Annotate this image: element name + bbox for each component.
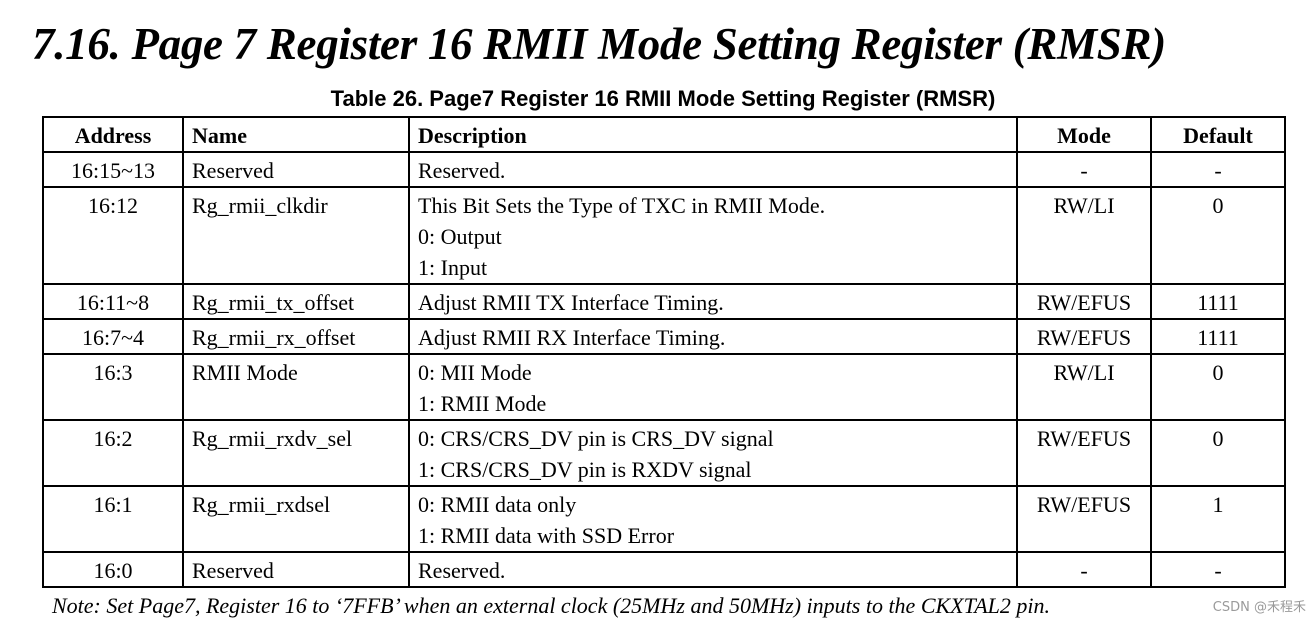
cell-name: Rg_rmii_tx_offset	[182, 283, 410, 320]
cell-name: Rg_rmii_rxdsel	[182, 485, 410, 553]
cell-description: This Bit Sets the Type of TXC in RMII Mo…	[408, 186, 1018, 285]
table-row: 16:12 Rg_rmii_clkdir This Bit Sets the T…	[42, 186, 1286, 285]
cell-mode: RW/EFUS	[1016, 419, 1152, 487]
cell-default: 0	[1150, 419, 1286, 487]
cell-description: Reserved.	[408, 551, 1018, 588]
cell-address: 16:0	[42, 551, 184, 588]
cell-default: 1111	[1150, 283, 1286, 320]
cell-mode: -	[1016, 551, 1152, 588]
description-line: 1: CRS/CRS_DV pin is RXDV signal	[418, 457, 752, 482]
cell-mode: RW/EFUS	[1016, 485, 1152, 553]
table-row: 16:3 RMII Mode 0: MII Mode 1: RMII Mode …	[42, 353, 1286, 421]
table-row: 16:11~8 Rg_rmii_tx_offset Adjust RMII TX…	[42, 283, 1286, 320]
cell-address: 16:11~8	[42, 283, 184, 320]
description-line: Adjust RMII TX Interface Timing.	[418, 290, 724, 315]
table-row: 16:1 Rg_rmii_rxdsel 0: RMII data only 1:…	[42, 485, 1286, 553]
table-row: 16:0 Reserved Reserved. - -	[42, 551, 1286, 588]
cell-name: Rg_rmii_rx_offset	[182, 318, 410, 355]
register-table: Address Name Description Mode Default 16…	[42, 116, 1286, 588]
cell-address: 16:3	[42, 353, 184, 421]
cell-mode: RW/EFUS	[1016, 283, 1152, 320]
header-default: Default	[1150, 116, 1286, 153]
cell-address: 16:12	[42, 186, 184, 285]
description-line: 1: RMII data with SSD Error	[418, 523, 675, 548]
table-note: Note: Set Page7, Register 16 to ‘7FFB’ w…	[52, 593, 1050, 618]
cell-name: Rg_rmii_rxdv_sel	[182, 419, 410, 487]
header-address: Address	[42, 116, 184, 153]
cell-description: 0: RMII data only 1: RMII data with SSD …	[408, 485, 1018, 553]
header-mode: Mode	[1016, 116, 1152, 153]
cell-default: 1111	[1150, 318, 1286, 355]
cell-description: 0: CRS/CRS_DV pin is CRS_DV signal 1: CR…	[408, 419, 1018, 487]
cell-address: 16:15~13	[42, 151, 184, 188]
cell-default: 0	[1150, 186, 1286, 285]
cell-description: Reserved.	[408, 151, 1018, 188]
description-line: Reserved.	[418, 558, 506, 583]
cell-description: Adjust RMII RX Interface Timing.	[408, 318, 1018, 355]
cell-mode: RW/EFUS	[1016, 318, 1152, 355]
cell-mode: RW/LI	[1016, 353, 1152, 421]
cell-name: Reserved	[182, 551, 410, 588]
description-line: 1: RMII Mode	[418, 391, 547, 416]
description-line: Reserved.	[418, 158, 506, 183]
table-row: 16:15~13 Reserved Reserved. - -	[42, 151, 1286, 188]
header-name: Name	[182, 116, 410, 153]
description-line: 0: CRS/CRS_DV pin is CRS_DV signal	[418, 426, 774, 451]
cell-address: 16:7~4	[42, 318, 184, 355]
cell-default: -	[1150, 551, 1286, 588]
description-line: 0: RMII data only	[418, 492, 577, 517]
cell-name: Reserved	[182, 151, 410, 188]
section-heading: 7.16. Page 7 Register 16 RMII Mode Setti…	[32, 19, 1166, 69]
description-line: This Bit Sets the Type of TXC in RMII Mo…	[418, 193, 826, 218]
cell-mode: -	[1016, 151, 1152, 188]
description-line: 0: Output	[418, 224, 502, 249]
cell-default: 1	[1150, 485, 1286, 553]
table-caption: Table 26. Page7 Register 16 RMII Mode Se…	[330, 86, 996, 111]
table-header-row: Address Name Description Mode Default	[42, 116, 1286, 153]
watermark: CSDN @禾程禾	[1212, 600, 1306, 615]
description-line: Adjust RMII RX Interface Timing.	[418, 325, 726, 350]
cell-name: Rg_rmii_clkdir	[182, 186, 410, 285]
cell-address: 16:2	[42, 419, 184, 487]
cell-description: Adjust RMII TX Interface Timing.	[408, 283, 1018, 320]
cell-name: RMII Mode	[182, 353, 410, 421]
table-row: 16:2 Rg_rmii_rxdv_sel 0: CRS/CRS_DV pin …	[42, 419, 1286, 487]
cell-default: -	[1150, 151, 1286, 188]
table-row: 16:7~4 Rg_rmii_rx_offset Adjust RMII RX …	[42, 318, 1286, 355]
description-line: 1: Input	[418, 255, 488, 280]
cell-address: 16:1	[42, 485, 184, 553]
cell-mode: RW/LI	[1016, 186, 1152, 285]
cell-default: 0	[1150, 353, 1286, 421]
description-line: 0: MII Mode	[418, 360, 532, 385]
header-description: Description	[408, 116, 1018, 153]
cell-description: 0: MII Mode 1: RMII Mode	[408, 353, 1018, 421]
